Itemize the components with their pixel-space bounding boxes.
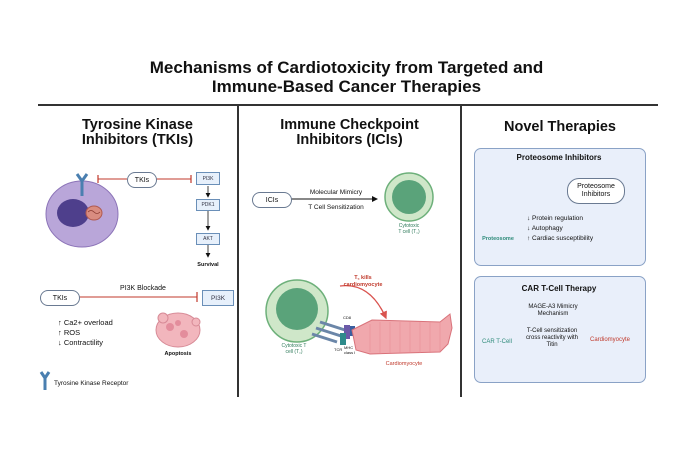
tki-effect-item: ↑ Ca2+ overload: [58, 318, 113, 327]
tki-cell: [45, 180, 119, 248]
sensitization-label: T Cell Sensitization: [308, 204, 364, 211]
novel-column-title: Novel Therapies: [503, 119, 616, 135]
apoptosis-label: Apoptosis: [164, 351, 192, 357]
ici-cytotoxic-tcell: [384, 172, 434, 222]
kills-label: T꜀ kills cardiomyocyte: [343, 275, 383, 288]
car-tcell-panel-title: CAR T-Cell Therapy: [521, 284, 597, 293]
pi3k-box: PI3K: [196, 172, 220, 185]
proteosome-label: Proteosome: [482, 236, 514, 242]
legend-receptor-icon: [39, 371, 51, 390]
cd8-label: CD8: [343, 315, 352, 320]
ici-column-title: Immune Checkpoint Inhibitors (ICIs): [280, 117, 419, 148]
ici-tcell-large: [265, 279, 329, 343]
icis-pill: ICIs: [252, 192, 292, 208]
tyrosine-kinase-receptor-icon: [75, 173, 89, 196]
mimicry-label: Molecular Mimicry: [309, 189, 363, 196]
survival-label: Survival: [197, 262, 219, 268]
tcell-sensitization-label: T-Cell sensitization cross reactivity wi…: [525, 328, 578, 348]
pi3k-blockade-label: PI3K Blockade: [120, 285, 166, 292]
tki-effects-list: ↑ Ca2+ overload ↑ ROS ↓ Contractility: [58, 318, 113, 348]
tkis-pill-2: TKIs: [40, 290, 80, 306]
proteosome-effect-item: ↓ Autophagy: [527, 225, 563, 232]
pdk1-box: PDK1: [196, 199, 220, 211]
tki-effect-item: ↓ Contractility: [58, 338, 104, 347]
ici-cardiomyocyte: [351, 313, 453, 355]
proteosome-panel-title: Proteosome Inhibitors: [516, 153, 602, 162]
tcr-label: TCR: [334, 347, 343, 352]
figure-title: Mechanisms of Cardiotoxicity from Target…: [149, 58, 544, 96]
proteosome-inhibitors-pill: Proteosome Inhibitors: [567, 178, 625, 204]
tki-column-title: Tyrosine Kinase Inhibitors (TKIs): [81, 117, 194, 148]
mhc-label: MHC class I: [344, 345, 356, 355]
mage-mimicry-label: MAGE-A3 Mimicry Mechanism: [528, 304, 578, 317]
receptor-legend-label: Tyrosine Kinase Receptor: [54, 380, 129, 387]
proteosome-panel: [474, 148, 646, 266]
column-divider-2: [460, 104, 462, 397]
akt-box: AKT: [196, 233, 220, 245]
proteosome-effect-item: ↑ Cardiac susceptibility: [527, 235, 594, 242]
ici-cytotoxic-label: Cytotoxic T cell (T꜀): [398, 223, 420, 235]
car-tcell-label: CAR T-Cell: [482, 339, 512, 345]
car-cardiomyocyte-label: Cardiomyocyte: [589, 337, 630, 343]
car-tcell-panel: [474, 276, 646, 383]
header-divider: [38, 104, 658, 106]
ici-tcell-label: Cytotoxic T cell (T꜀): [281, 343, 307, 355]
tki-effect-item: ↑ ROS: [58, 328, 81, 337]
ici-cardiomyocyte-label: Cardiomyocyte: [385, 361, 423, 367]
tkis-pill: TKIs: [127, 172, 157, 188]
column-divider-1: [237, 104, 239, 397]
proteosome-effect-item: ↓ Protein regulation: [527, 215, 584, 222]
apoptosis-cell: [155, 312, 201, 348]
proteosome-effects-list: ↓ Protein regulation ↓ Autophagy ↑ Cardi…: [527, 214, 593, 244]
pi3k-box-2: PI3K: [202, 290, 234, 306]
kill-arrow: [339, 284, 387, 320]
